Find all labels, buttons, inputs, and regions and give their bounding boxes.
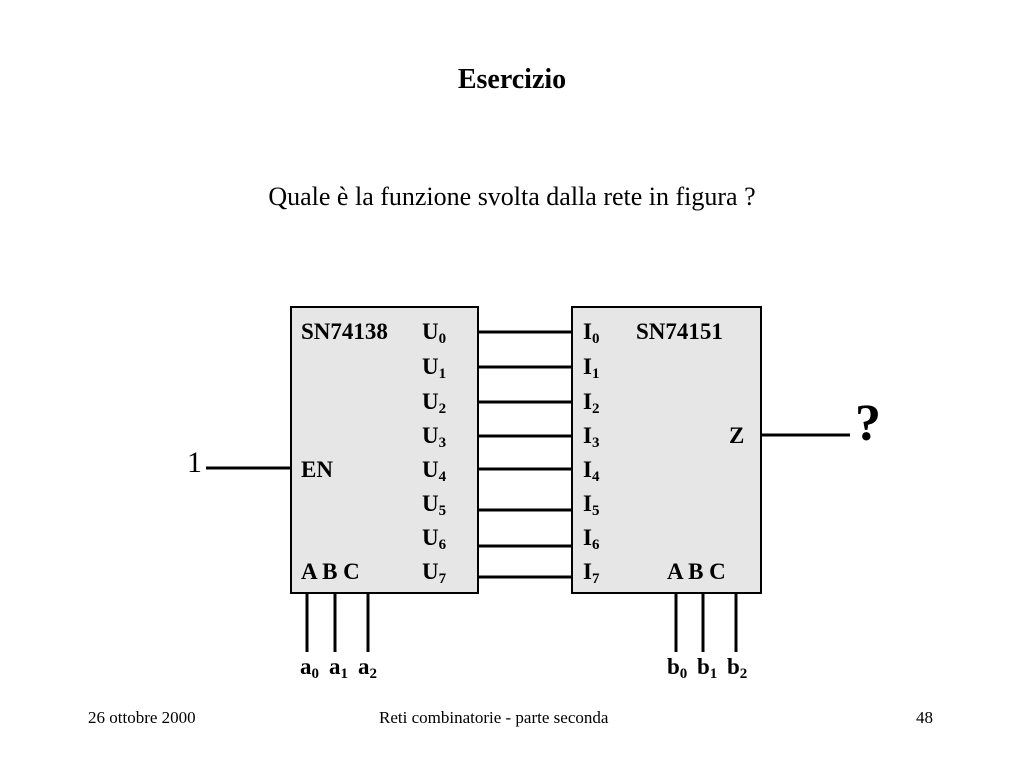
multiplexer-input-i1: I1	[583, 354, 600, 382]
multiplexer-select-b1: b1	[697, 654, 718, 682]
multiplexer-select-labels: A B C	[667, 559, 726, 584]
decoder-select-labels: A B C	[301, 559, 360, 584]
footer-page-number: 48	[916, 708, 933, 727]
multiplexer-select-b2: b2	[727, 654, 748, 682]
multiplexer-input-i3: I3	[583, 423, 600, 451]
multiplexer-input-i4: I4	[583, 457, 600, 485]
decoder-input-a1: a1	[329, 654, 348, 682]
multiplexer-input-i2: I2	[583, 389, 600, 417]
decoder-name: SN74138	[301, 319, 388, 344]
decoder-output-u2: U2	[422, 389, 447, 417]
multiplexer-chip	[571, 306, 762, 594]
footer-course: Reti combinatorie - parte seconda	[379, 708, 609, 727]
decoder-input-a2: a2	[358, 654, 377, 682]
decoder-input-a0: a0	[300, 654, 319, 682]
multiplexer-output-label: Z	[729, 423, 745, 448]
question-text: Quale è la funzione svolta dalla rete in…	[268, 182, 756, 211]
decoder-output-u4: U4	[422, 457, 447, 485]
enable-value: 1	[187, 446, 202, 479]
decoder-output-u0: U0	[422, 319, 447, 347]
slide-title: Esercizio	[457, 64, 567, 95]
multiplexer-input-i5: I5	[583, 491, 600, 519]
decoder-output-u3: U3	[422, 423, 447, 451]
output-unknown: ?	[855, 395, 881, 452]
multiplexer-input-i7: I7	[583, 559, 600, 587]
footer-date: 26 ottobre 2000	[88, 708, 196, 727]
multiplexer-select-b0: b0	[667, 654, 688, 682]
multiplexer-input-i6: I6	[583, 525, 600, 553]
decoder-chip	[290, 306, 479, 594]
decoder-output-u5: U5	[422, 491, 447, 519]
multiplexer-name: SN74151	[636, 319, 723, 344]
decoder-output-u7: U7	[422, 559, 447, 587]
decoder-output-u6: U6	[422, 525, 447, 553]
multiplexer-input-i0: I0	[583, 319, 600, 347]
decoder-enable-label: EN	[301, 457, 333, 482]
decoder-output-u1: U1	[422, 354, 447, 382]
